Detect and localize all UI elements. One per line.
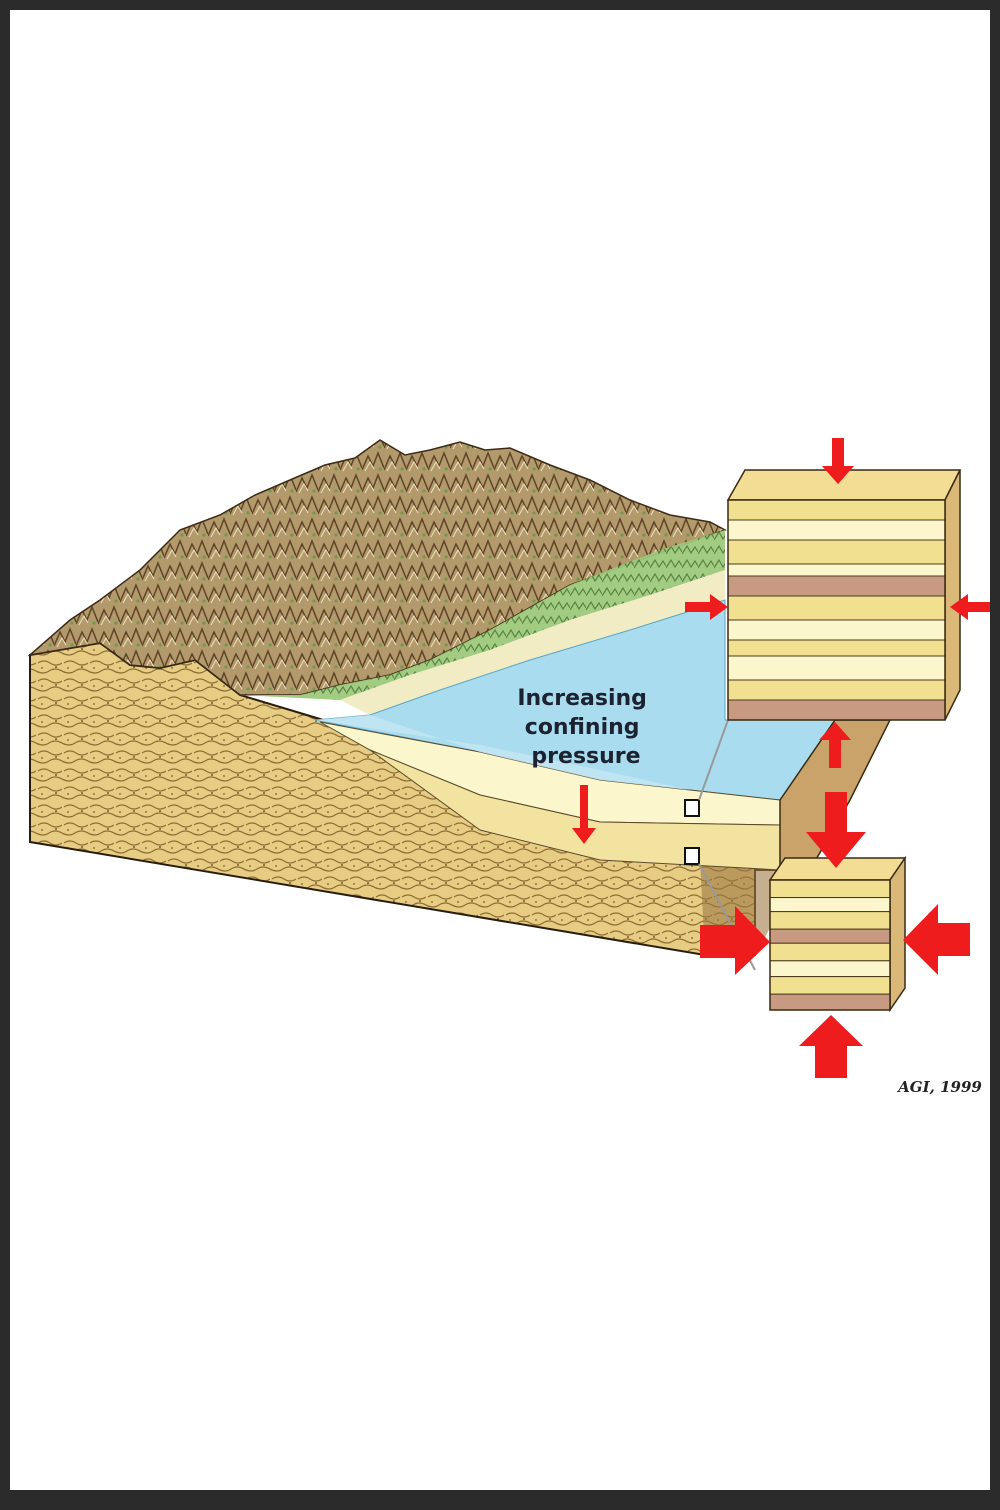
strata-layer xyxy=(727,639,946,657)
pressure-label-line-2: confining xyxy=(525,715,640,740)
strata-layer xyxy=(727,699,946,721)
arrow-right-lower-block xyxy=(700,906,770,975)
foothills xyxy=(240,530,725,700)
sample-box-shallow xyxy=(684,799,700,817)
callout-line-upper xyxy=(698,719,729,801)
strata-layer xyxy=(769,976,891,995)
credit-text: AGI, 1999 xyxy=(896,1078,982,1096)
strata-layer xyxy=(727,539,946,565)
block-diagram: Increasing confining pressure AGI, 1999 xyxy=(27,438,990,1096)
pressure-label-line-1: Increasing xyxy=(517,686,647,711)
sample-box-deep xyxy=(684,847,700,865)
strata-layer xyxy=(727,619,946,641)
strata-block-shallow xyxy=(726,469,962,721)
strata-layer xyxy=(769,942,891,962)
arrow-right-upper-block xyxy=(685,594,728,620)
pressure-arrows xyxy=(572,438,990,1078)
arrow-left-upper-block xyxy=(950,594,990,620)
arrow-up-lower-block xyxy=(799,1015,863,1078)
diagram-frame: Increasing confining pressure AGI, 1999 xyxy=(10,10,990,1490)
strata-layer xyxy=(727,655,946,681)
strata-layer xyxy=(769,993,891,1011)
strata-layer xyxy=(727,575,946,597)
strata-layer xyxy=(727,595,946,621)
arrow-down-lower-block xyxy=(806,792,866,868)
strata-layer xyxy=(769,960,891,978)
pressure-label: Increasing confining pressure xyxy=(517,686,654,769)
strata-layer xyxy=(769,897,891,913)
arrow-down-upper-block xyxy=(822,438,854,484)
strata-layer xyxy=(727,679,946,701)
strata-layer xyxy=(727,499,946,521)
arrow-up-upper-block xyxy=(819,722,851,768)
strata-layer xyxy=(769,911,891,930)
arrow-left-lower-block xyxy=(903,904,970,975)
strata-layer xyxy=(727,519,946,541)
strata-layer xyxy=(769,879,891,899)
coastal-plain xyxy=(340,570,725,715)
basin-layer-blue xyxy=(315,715,690,790)
strata-layer xyxy=(727,563,946,577)
arrow-down-basin xyxy=(572,785,596,844)
strata-block-deep xyxy=(768,855,907,1013)
strata-layer xyxy=(769,928,891,944)
pressure-label-line-3: pressure xyxy=(531,744,640,769)
